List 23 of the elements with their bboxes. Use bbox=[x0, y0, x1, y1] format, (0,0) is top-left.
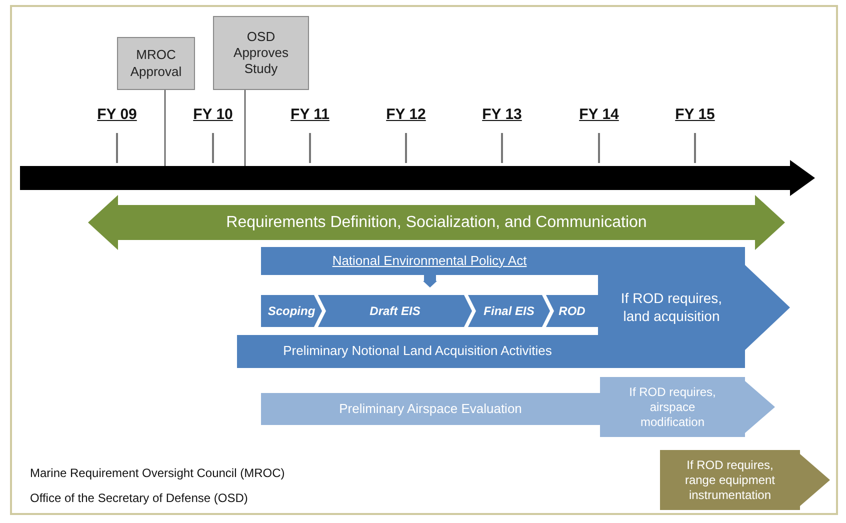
process-box: If ROD requires, land acquisition bbox=[598, 247, 790, 368]
year-label: FY 11 bbox=[290, 106, 330, 123]
year-label: FY 10 bbox=[192, 106, 234, 123]
year-label: FY 13 bbox=[481, 106, 523, 123]
milestone-box: MROC Approval bbox=[117, 37, 195, 90]
chevron-step: Final EIS bbox=[468, 295, 550, 327]
double-arrow-band: Requirements Definition, Socialization, and Communication bbox=[88, 195, 785, 250]
process-bar: Preliminary Notional Land Acquisition Activities bbox=[237, 335, 598, 368]
process-bar: National Environmental Policy Act bbox=[261, 247, 598, 275]
process-box: If ROD requires, airspace modification bbox=[600, 377, 775, 437]
year-label: FY 09 bbox=[96, 106, 138, 123]
footnote: Marine Requirement Oversight Council (MROC) bbox=[30, 466, 285, 480]
chevron-step: Draft EIS bbox=[318, 295, 472, 327]
year-label: FY 15 bbox=[674, 106, 716, 123]
arrow bbox=[423, 275, 437, 288]
process-box: If ROD requires, range equipment instrumentation bbox=[660, 450, 830, 510]
process-bar: Preliminary Airspace Evaluation bbox=[261, 393, 600, 425]
chevron-step: ROD bbox=[546, 295, 598, 327]
chevron-step: Scoping bbox=[261, 295, 322, 327]
milestone-box: OSD Approves Study bbox=[213, 16, 309, 90]
footnote: Office of the Secretary of Defense (OSD) bbox=[30, 491, 248, 505]
year-label: FY 14 bbox=[578, 106, 620, 123]
year-label: FY 12 bbox=[385, 106, 427, 123]
